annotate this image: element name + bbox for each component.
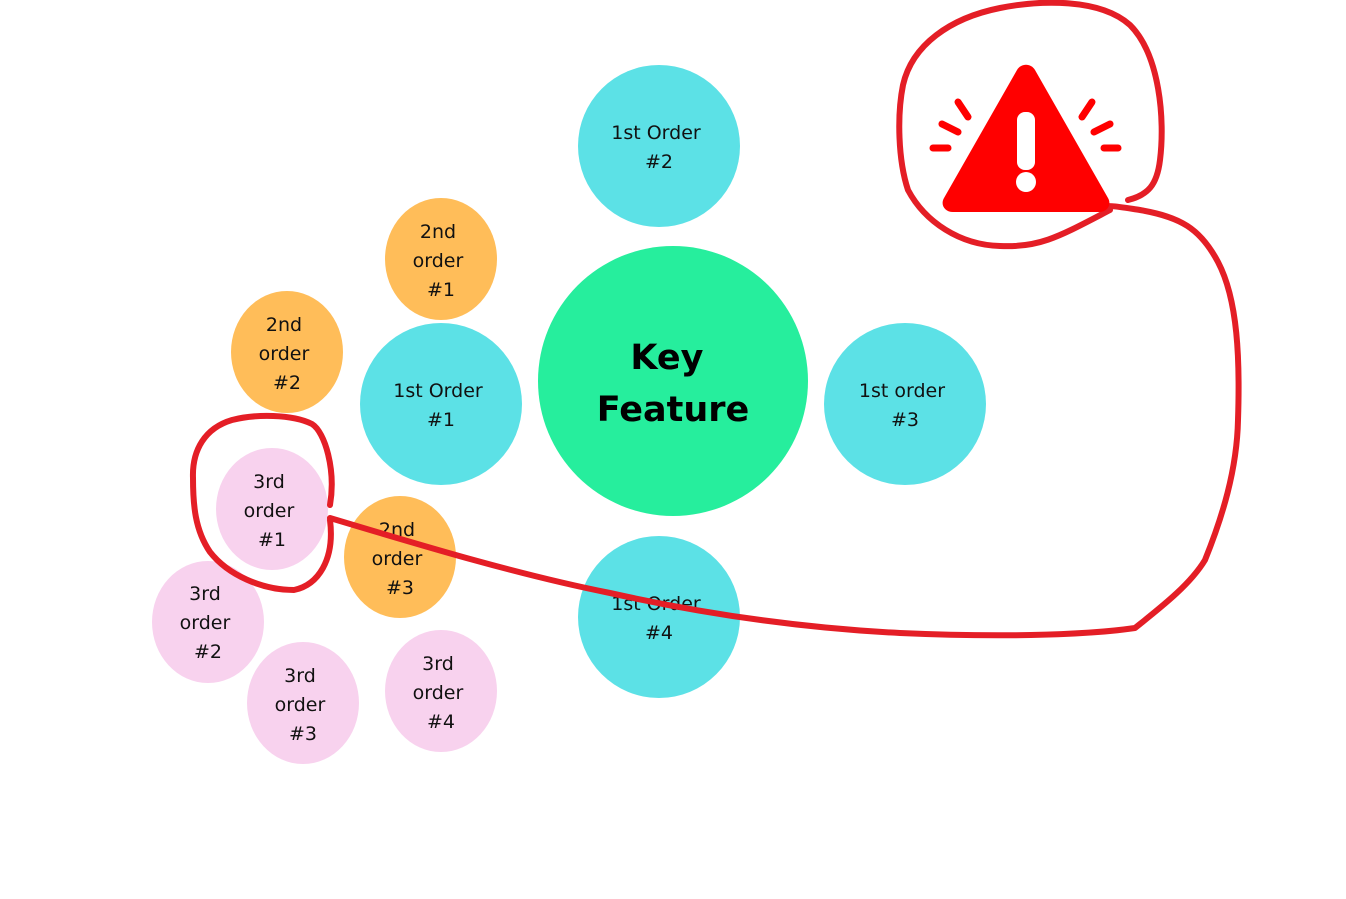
third-order-node-2[interactable]: 3rd order #2 — [152, 561, 264, 683]
third-order-node-3[interactable]: 3rd order #3 — [247, 642, 359, 764]
svg-text:3rd order #2: 3rd order #2 — [180, 583, 237, 663]
svg-text:2nd order #1: 2nd order #1 — [413, 221, 470, 301]
node-label-line: #2 — [194, 641, 222, 663]
annotation-circle-small — [189, 412, 335, 593]
node-label-line: #1 — [258, 529, 286, 551]
node-label-line: order — [413, 250, 464, 272]
node-label-line: order — [180, 612, 231, 634]
warning-exclamation-bar — [1017, 112, 1035, 170]
node-label-line: #2 — [645, 151, 673, 173]
second-order-circle — [344, 496, 456, 618]
svg-text:3rd order #3: 3rd order #3 — [275, 665, 332, 745]
node-label-line: #3 — [386, 577, 414, 599]
first-order-node-4[interactable]: 1st Order #4 — [578, 536, 740, 698]
first-order-circle — [360, 323, 522, 485]
svg-text:1st Order #1: 1st Order #1 — [393, 380, 489, 431]
key-feature-label-line-2: Feature — [597, 390, 750, 430]
node-label-line: #4 — [427, 711, 455, 733]
second-order-circle — [385, 198, 497, 320]
third-order-circle — [385, 630, 497, 752]
svg-text:2nd order #3: 2nd order #3 — [372, 519, 429, 599]
second-order-node-2[interactable]: 2nd order #2 — [231, 291, 343, 413]
node-label-line: #4 — [645, 622, 673, 644]
node-label-line: order — [372, 548, 423, 570]
node-label-line: order — [259, 343, 310, 365]
node-label-line: 1st Order — [393, 380, 483, 402]
node-label-line: order — [413, 682, 464, 704]
node-label-line: #3 — [891, 409, 919, 431]
node-label-line: 1st Order — [611, 122, 701, 144]
first-order-node-2[interactable]: 1st Order #2 — [578, 65, 740, 227]
second-order-node-3[interactable]: 2nd order #3 — [344, 496, 456, 618]
key-feature-label-line-1: Key — [630, 338, 703, 378]
warning-triangle-icon — [929, 64, 1122, 212]
node-label-line: #1 — [427, 279, 455, 301]
node-label-line: order — [244, 500, 295, 522]
svg-text:3rd order #4: 3rd order #4 — [413, 653, 470, 733]
first-order-circle — [578, 536, 740, 698]
node-label-line: 3rd — [253, 471, 285, 493]
node-label-line: 3rd — [189, 583, 221, 605]
third-order-circle — [152, 561, 264, 683]
warning-exclamation-dot — [1016, 172, 1036, 192]
annotation-connector-line — [327, 203, 1242, 639]
svg-text:2nd order #2: 2nd order #2 — [259, 314, 316, 394]
node-label-line: 3rd — [284, 665, 316, 687]
first-order-circle — [578, 65, 740, 227]
key-feature-circle — [538, 246, 808, 516]
key-feature-node[interactable]: Key Feature — [538, 246, 808, 516]
warning-alert-rays — [929, 98, 1122, 152]
svg-text:3rd order #1: 3rd order #1 — [244, 471, 301, 551]
node-label-line: #1 — [427, 409, 455, 431]
node-label-line: #3 — [289, 723, 317, 745]
node-label-line: #2 — [273, 372, 301, 394]
annotation-circle-warning — [896, 0, 1165, 250]
node-label-line: 1st order — [859, 380, 945, 402]
node-label-line: order — [275, 694, 326, 716]
third-order-node-4[interactable]: 3rd order #4 — [385, 630, 497, 752]
third-order-circle — [247, 642, 359, 764]
third-order-circle — [216, 448, 328, 570]
third-order-node-1[interactable]: 3rd order #1 — [216, 448, 328, 570]
second-order-circle — [231, 291, 343, 413]
node-label-line: 2nd — [420, 221, 456, 243]
second-order-node-1[interactable]: 2nd order #1 — [385, 198, 497, 320]
svg-text:1st Order #2: 1st Order #2 — [611, 122, 707, 173]
first-order-circle — [824, 323, 986, 485]
svg-text:Key Feature: Key Feature — [597, 338, 750, 430]
first-order-node-3[interactable]: 1st order #3 — [824, 323, 986, 485]
node-label-line: 2nd — [266, 314, 302, 336]
first-order-node-1[interactable]: 1st Order #1 — [360, 323, 522, 485]
svg-text:1st order #3: 1st order #3 — [859, 380, 951, 431]
node-label-line: 3rd — [422, 653, 454, 675]
